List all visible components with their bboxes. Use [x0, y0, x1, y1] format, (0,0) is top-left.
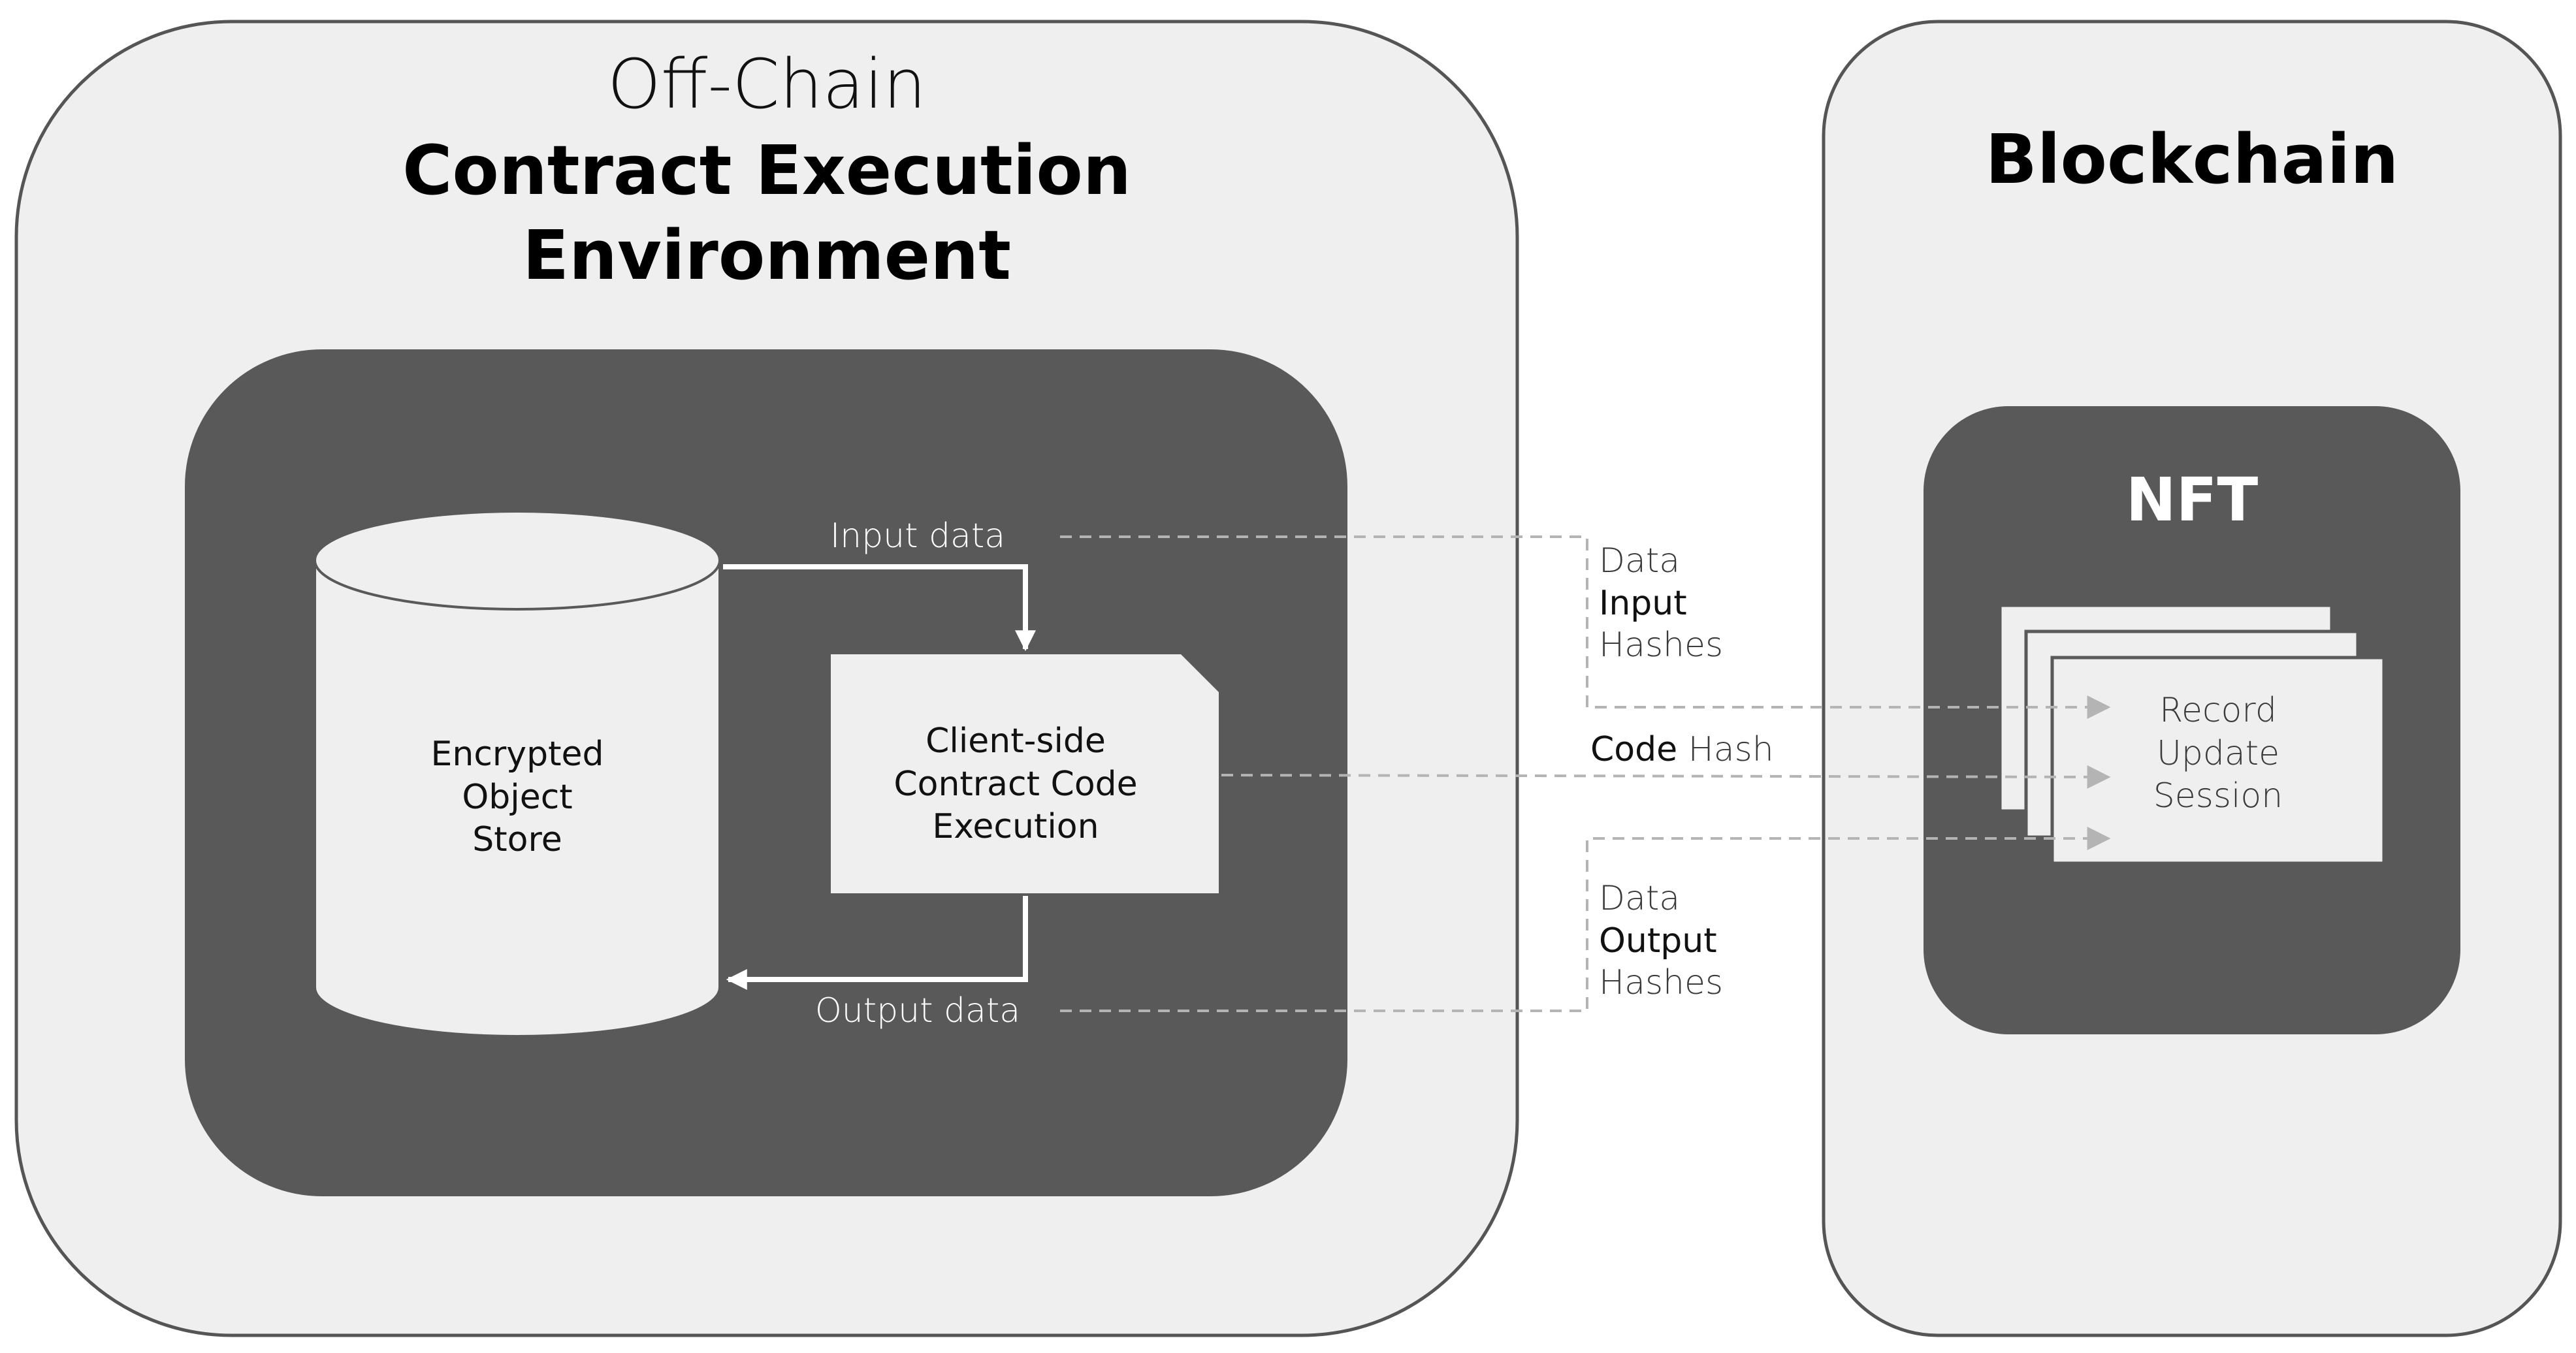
hash-word: Hash — [1688, 730, 1774, 769]
code-word: Code — [1590, 730, 1677, 769]
contract-code-execution: Client-side Contract Code Execution — [831, 654, 1219, 893]
data-output-hashes-line3: Hashes — [1599, 963, 1723, 1002]
data-output-hashes-line1: Data — [1599, 879, 1680, 918]
input-flow-arrow — [723, 564, 1036, 652]
code-hash-connector — [1221, 765, 2111, 789]
execution-label-line1: Client-side — [926, 722, 1106, 761]
data-input-hashes-line2: Input — [1599, 584, 1687, 623]
input-data-label: Input data — [830, 517, 1005, 556]
nft-title: NFT — [2126, 465, 2259, 535]
data-input-hash-connector — [1060, 535, 2111, 719]
store-label-line3: Store — [472, 820, 562, 859]
store-label-line2: Object — [462, 778, 572, 817]
environment-title: Environment — [523, 215, 1011, 295]
record-label-line3: Session — [2153, 776, 2283, 816]
data-output-hashes-line2: Output — [1599, 921, 1717, 961]
offchain-title: Off-Chain — [607, 44, 926, 124]
document-shape — [831, 654, 1219, 893]
code-hash-label: Code Hash — [1590, 730, 1774, 769]
blockchain-title: Blockchain — [1986, 119, 2399, 199]
store-label-line1: Encrypted — [431, 735, 604, 774]
cylinder-top — [314, 510, 721, 611]
output-flow-arrow — [726, 896, 1028, 990]
record-label-line1: Record — [2159, 691, 2277, 730]
record-label-line2: Update — [2157, 734, 2279, 773]
data-input-hashes-line1: Data — [1599, 541, 1680, 581]
execution-label-line3: Execution — [932, 807, 1099, 846]
data-output-hash-connector — [1060, 827, 2111, 1012]
execution-label-line2: Contract Code — [894, 765, 1137, 804]
encrypted-object-store: Encrypted Object Store — [314, 510, 721, 1038]
data-input-hashes-line3: Hashes — [1599, 626, 1723, 665]
contract-execution-title: Contract Execution — [402, 131, 1131, 210]
output-data-label: Output data — [815, 991, 1020, 1030]
cylinder-body — [314, 559, 721, 1038]
